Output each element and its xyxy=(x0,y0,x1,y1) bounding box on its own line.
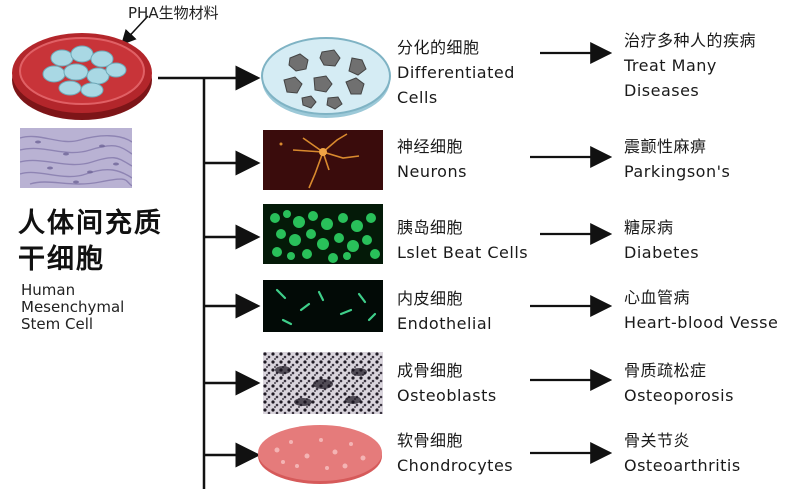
stem-cell-title-line2: 干细胞 xyxy=(18,244,105,275)
cell-type-cn-3: 内皮细胞 xyxy=(397,289,464,308)
differentiated-cells-dish xyxy=(261,37,391,118)
disease-cn-4: 骨质疏松症 xyxy=(624,361,707,380)
disease-cn-5: 骨关节炎 xyxy=(624,431,691,450)
stem-cell-en-line1: Human xyxy=(21,281,76,299)
disease-en-1: Parkingson's xyxy=(624,162,731,181)
cell-type-en-4: Osteoblasts xyxy=(397,386,497,405)
pha-pointer-arrow xyxy=(120,15,149,46)
cell-type-en-2: Lslet Beat Cells xyxy=(397,243,529,262)
neuron-image xyxy=(263,130,383,190)
cell-type-cn-2: 胰岛细胞 xyxy=(397,218,464,237)
stem-cell-petri-dish xyxy=(12,33,152,120)
cell-type-en-0-line1: Differentiated xyxy=(397,63,515,82)
disease-cn-1: 震颤性麻痹 xyxy=(624,137,707,156)
cell-type-en-1: Neurons xyxy=(397,162,467,181)
osteoblasts-image xyxy=(263,352,383,414)
cell-type-cn-0: 分化的细胞 xyxy=(397,38,480,57)
disease-en-2: Diabetes xyxy=(624,243,700,262)
stem-cell-tissue-image xyxy=(20,128,132,188)
cell-type-en-3: Endothelial xyxy=(397,314,493,333)
disease-cn-2: 糖尿病 xyxy=(624,218,674,237)
stem-cell-en-line2: Mesenchymal xyxy=(21,298,125,316)
cell-type-cn-4: 成骨细胞 xyxy=(397,361,464,380)
disease-en-5: Osteoarthritis xyxy=(624,456,741,475)
cell-type-cn-1: 神经细胞 xyxy=(397,137,464,156)
disease-cn-0: 治疗多种人的疾病 xyxy=(624,31,757,50)
cell-type-en-0-line2: Cells xyxy=(397,88,438,107)
disease-en-4: Osteoporosis xyxy=(624,386,734,405)
stem-cell-en-line3: Stem Cell xyxy=(21,315,94,333)
disease-en-0-line1: Treat Many xyxy=(624,56,717,75)
endothelial-image xyxy=(263,280,383,332)
stem-cell-title-line1: 人体间充质 xyxy=(18,208,163,239)
disease-en-3: Heart-blood Vesse xyxy=(624,313,779,332)
disease-en-0-line2: Diseases xyxy=(624,81,700,100)
pha-biomaterial-label: PHA生物材料 xyxy=(128,4,219,22)
chondrocytes-image xyxy=(258,425,382,484)
cell-type-cn-5: 软骨细胞 xyxy=(397,431,464,450)
islet-cells-image xyxy=(263,204,383,264)
disease-cn-3: 心血管病 xyxy=(624,288,691,307)
cell-type-en-5: Chondrocytes xyxy=(397,456,514,475)
